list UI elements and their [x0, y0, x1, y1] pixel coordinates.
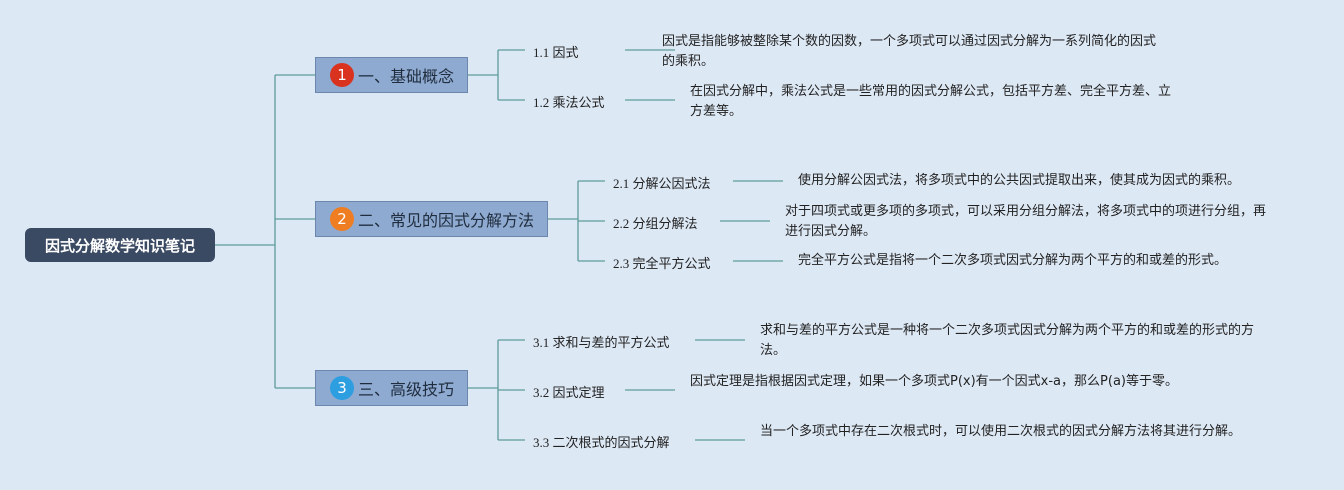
number-badge-1: 1 [330, 63, 354, 87]
topic-1-1[interactable]: 1.1 因式 [533, 45, 579, 60]
topic-1-1-desc: 因式是指能够被整除某个数的因数，一个多项式可以通过因式分解为一系列简化的因式的乘… [662, 34, 1157, 69]
branch-label: 二、常见的因式分解方法 [358, 211, 535, 230]
branch-basic-concepts[interactable]: 1 一、基础概念 [315, 57, 468, 93]
topic-3-3[interactable]: 3.3 二次根式的因式分解 [533, 435, 670, 450]
topic-3-2-desc: 因式定理是指根据因式定理，如果一个多项式P(x)有一个因式x-a，那么P(a)等… [690, 374, 1178, 389]
topic-3-1-desc: 求和与差的平方公式是一种将一个二次多项式因式分解为两个平方的和或差的形式的方法。 [760, 323, 1255, 358]
root-title: 因式分解数学知识笔记 [44, 236, 195, 255]
topic-2-2[interactable]: 2.2 分组分解法 [613, 216, 698, 231]
topic-1-2[interactable]: 1.2 乘法公式 [533, 95, 605, 110]
topic-2-3[interactable]: 2.3 完全平方公式 [613, 256, 711, 271]
topic-3-1[interactable]: 3.1 求和与差的平方公式 [533, 335, 670, 350]
root-node[interactable]: 因式分解数学知识笔记 [25, 228, 215, 262]
topic-1-2-desc: 在因式分解中，乘法公式是一些常用的因式分解公式，包括平方差、完全平方差、立方差等… [690, 84, 1172, 119]
topic-2-1-desc: 使用分解公因式法，将多项式中的公共因式提取出来，使其成为因式的乘积。 [798, 173, 1241, 188]
topic-3-2[interactable]: 3.2 因式定理 [533, 385, 605, 400]
topic-3-3-desc: 当一个多项式中存在二次根式时，可以使用二次根式的因式分解方法将其进行分解。 [760, 424, 1242, 439]
topic-2-3-desc: 完全平方公式是指将一个二次多项式因式分解为两个平方的和或差的形式。 [798, 253, 1228, 268]
branch-advanced-techniques[interactable]: 3 三、高级技巧 [315, 370, 468, 406]
branch-common-methods[interactable]: 2 二、常见的因式分解方法 [315, 201, 548, 237]
topic-2-1[interactable]: 2.1 分解公因式法 [613, 176, 711, 191]
topic-2-2-desc: 对于四项式或更多项的多项式，可以采用分组分解法，将多项式中的项进行分组，再进行因… [785, 204, 1267, 239]
branch-label: 三、高级技巧 [358, 380, 455, 399]
number-badge-3: 3 [330, 376, 354, 400]
number-badge-2: 2 [330, 207, 354, 231]
branch-label: 一、基础概念 [358, 67, 455, 86]
